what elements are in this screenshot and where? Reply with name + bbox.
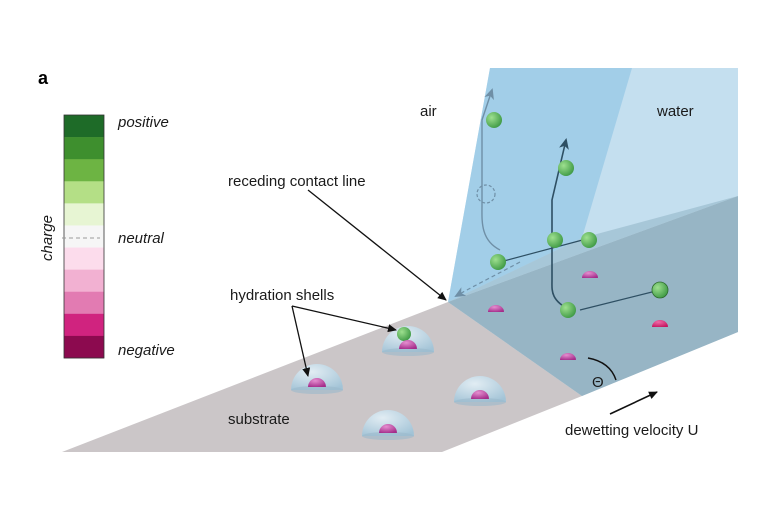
water-bottom-shading	[448, 196, 738, 396]
legend-neutral-label: neutral	[118, 230, 165, 247]
negative-ion	[560, 353, 576, 360]
legend-swatch	[64, 269, 104, 293]
shell-pointer-1	[291, 305, 311, 377]
legend-positive-label: positive	[117, 114, 169, 131]
panel-label: a	[38, 68, 49, 88]
positive-ion	[547, 232, 563, 248]
contact-angle-arc	[587, 357, 617, 381]
legend-border	[63, 114, 105, 359]
ion-ghost	[476, 184, 496, 204]
negative-ion	[652, 320, 668, 327]
positive-ion	[581, 232, 597, 248]
legend-negative-label: negative	[118, 342, 175, 359]
legend-swatch	[64, 115, 104, 138]
ions	[476, 112, 669, 360]
ion-link-path-2	[579, 289, 661, 311]
ion-trajectory-air	[481, 88, 501, 251]
legend-title: charge	[39, 215, 56, 261]
positive-ion	[490, 254, 506, 270]
charge-legend: positive neutral negative charge	[39, 114, 175, 359]
legend-swatch	[64, 247, 104, 270]
velocity-arrow	[609, 391, 658, 415]
legend-swatch	[64, 137, 104, 160]
negative-ion	[488, 305, 504, 312]
ion-link-path	[499, 237, 591, 263]
legend-swatch	[64, 313, 104, 337]
substrate-label: substrate	[228, 411, 290, 428]
hydration-shell	[362, 410, 414, 440]
legend-swatch	[64, 335, 104, 359]
water-label: water	[656, 103, 694, 120]
positive-ion	[558, 160, 574, 176]
positive-ion	[560, 302, 576, 318]
legend-swatch	[64, 225, 104, 248]
positive-ion	[486, 112, 502, 128]
dewetting-velocity-label: dewetting velocity U	[565, 422, 698, 439]
negative-ion	[582, 271, 598, 278]
legend-swatch	[64, 291, 104, 315]
hydration-shell	[454, 376, 506, 406]
charge-colorbar	[63, 114, 105, 359]
legend-swatch	[64, 181, 104, 204]
receding-path-dashed	[454, 261, 521, 297]
receding-contact-line-label: receding contact line	[228, 173, 366, 190]
hydration-shell	[382, 326, 434, 356]
hydration-shells-label: hydration shells	[230, 287, 334, 304]
legend-swatch	[64, 159, 104, 182]
air-label: air	[420, 103, 437, 120]
shell-pointer-2	[291, 305, 397, 333]
positive-ion	[651, 281, 669, 299]
contact-angle-label: Θ	[592, 374, 604, 391]
contact-line-pointer	[307, 189, 447, 301]
legend-swatch	[64, 203, 104, 226]
